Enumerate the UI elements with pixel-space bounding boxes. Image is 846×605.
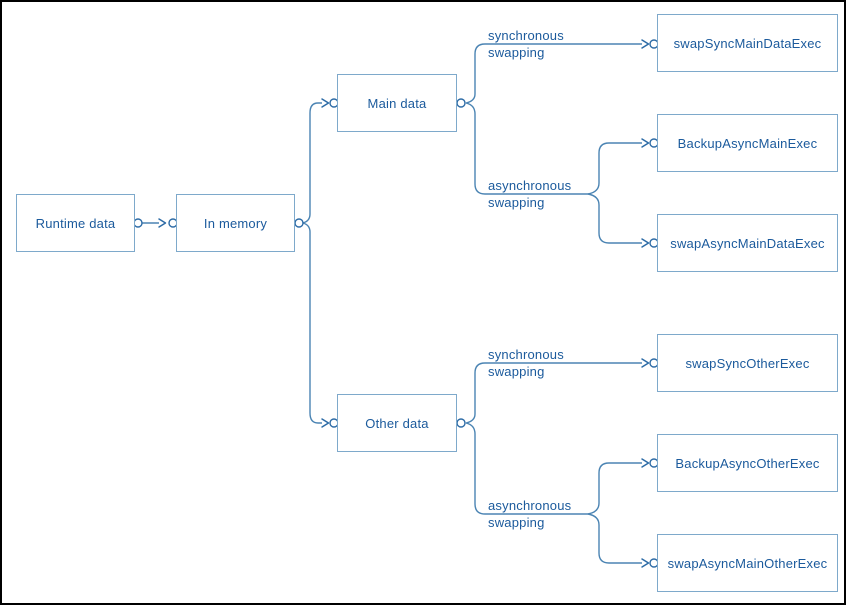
edge-label-other-asynchronous-swapping: asynchronous swapping [488, 497, 571, 531]
arrowhead-icon [641, 558, 650, 568]
edge-label-main-synchronous-swapping: synchronous swapping [488, 27, 564, 61]
node-runtime-data: Runtime data [16, 194, 135, 252]
edge-label-line: swapping [488, 515, 545, 530]
edge-otherdata-fork [456, 358, 659, 568]
connector-dot-icon [294, 218, 304, 228]
edge-label-line: swapping [488, 45, 545, 60]
connector-dot-icon [133, 218, 143, 228]
edge-runtime-to-inmemory [133, 218, 178, 228]
edge-label-line: synchronous [488, 347, 564, 362]
edge-label-main-asynchronous-swapping: asynchronous swapping [488, 177, 571, 211]
arrowhead-icon [641, 458, 650, 468]
edge-label-other-synchronous-swapping: synchronous swapping [488, 346, 564, 380]
arrowhead-icon [321, 418, 330, 428]
edge-inmemory-fork [294, 98, 339, 428]
connector-dot-icon [456, 98, 466, 108]
edge-label-line: swapping [488, 195, 545, 210]
node-swap-async-main-data-exec: swapAsyncMainDataExec [657, 214, 838, 272]
edge-label-line: swapping [488, 364, 545, 379]
edge-label-line: asynchronous [488, 178, 572, 193]
arrowhead-icon [641, 39, 650, 49]
arrowhead-icon [641, 138, 650, 148]
node-swap-sync-main-data-exec: swapSyncMainDataExec [657, 14, 838, 72]
node-other-data: Other data [337, 394, 457, 452]
edge-maindata-fork [456, 39, 659, 248]
node-backup-async-other-exec: BackupAsyncOtherExec [657, 434, 838, 492]
node-swap-sync-other-exec: swapSyncOtherExec [657, 334, 838, 392]
arrowhead-icon [641, 358, 650, 368]
connector-dot-icon [456, 418, 466, 428]
node-in-memory: In memory [176, 194, 295, 252]
edge-label-line: asynchronous [488, 498, 572, 513]
edge-label-line: synchronous [488, 28, 564, 43]
arrowhead-icon [158, 218, 167, 228]
arrowhead-icon [321, 98, 330, 108]
arrowhead-icon [641, 238, 650, 248]
node-main-data: Main data [337, 74, 457, 132]
node-backup-async-main-exec: BackupAsyncMainExec [657, 114, 838, 172]
node-swap-async-main-other-exec: swapAsyncMainOtherExec [657, 534, 838, 592]
